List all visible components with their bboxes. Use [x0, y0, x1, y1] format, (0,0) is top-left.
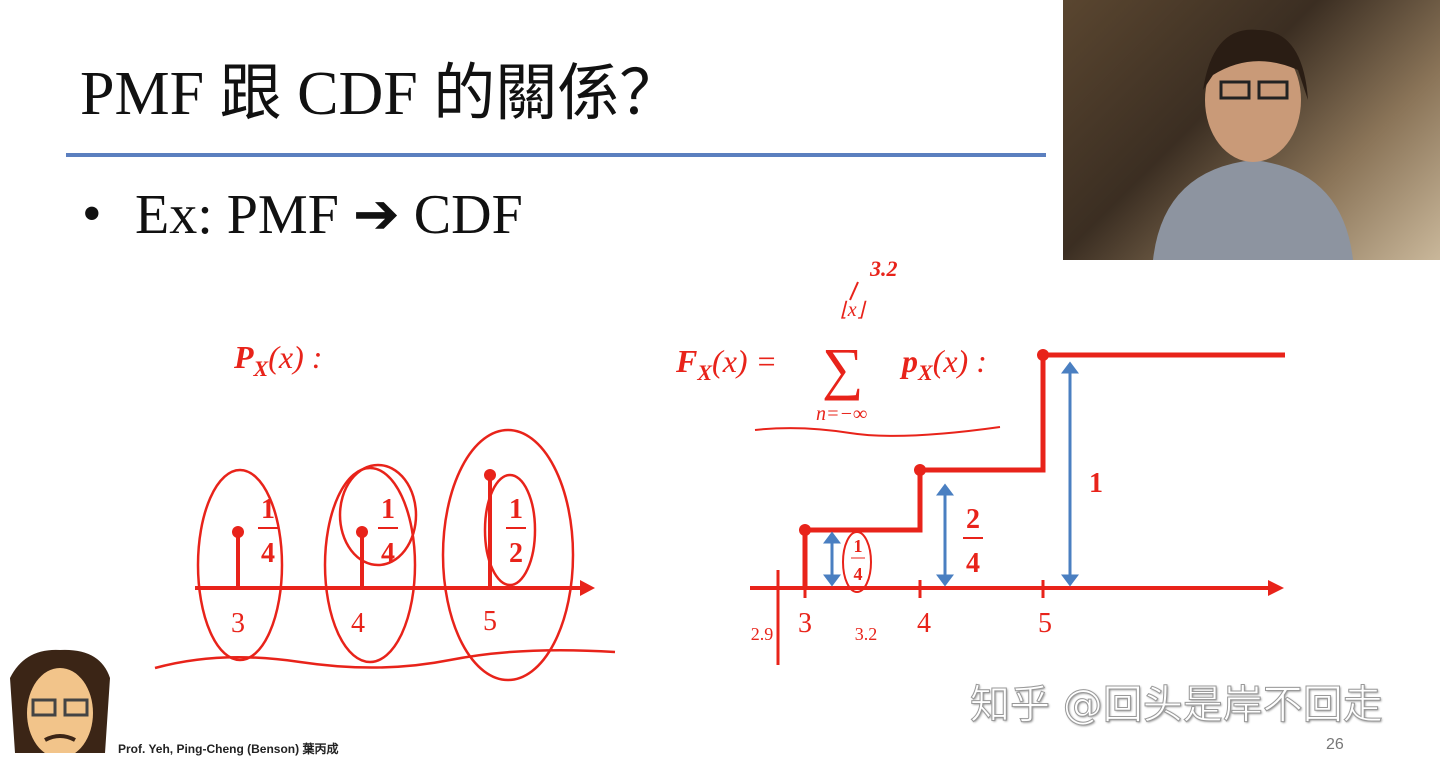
- cdf-lhs: FX(x) =: [675, 343, 777, 385]
- jump-value-3: 1: [1089, 468, 1103, 499]
- jump-num-2: 2: [966, 504, 980, 535]
- sum-lower: n=−∞: [816, 403, 867, 425]
- cdf-note-2-9: 2.9: [751, 624, 774, 644]
- pmf-num-4: 1: [381, 494, 395, 525]
- pmf-plot: 14 14 12 3 4 5: [154, 428, 616, 682]
- presenter-avatar: [10, 649, 110, 753]
- pmf-num-5: 1: [509, 494, 523, 525]
- pmf-point-3: [232, 526, 244, 538]
- slide-footer: Prof. Yeh, Ping-Cheng (Benson) 葉丙成: [118, 742, 339, 756]
- cdf-point-4: [914, 464, 926, 476]
- annotation-3-2: 3.2: [869, 256, 898, 281]
- pmf-den-5: 2: [509, 538, 523, 569]
- pmf-tick-5: 5: [483, 606, 497, 637]
- jump-num-1: 1: [854, 536, 863, 556]
- cdf-axis-arrow: [1268, 580, 1284, 596]
- cdf-step-line: [802, 352, 1285, 588]
- pmf-tick-3: 3: [231, 608, 245, 639]
- cdf-tick-3: 3: [798, 608, 812, 639]
- watermark: 知乎 @回头是岸不回走: [970, 682, 1384, 729]
- cdf-tick-4: 4: [917, 608, 931, 639]
- bullet-text: Ex: PMF ➔ CDF: [135, 184, 523, 246]
- title-divider: [66, 153, 1046, 157]
- webcam-video: [1063, 0, 1440, 260]
- cdf-point-3: [799, 524, 811, 536]
- bullet-dot-icon: •: [82, 183, 102, 245]
- cdf-tick-5: 5: [1038, 608, 1052, 639]
- cdf-note-3-2: 3.2: [855, 624, 878, 644]
- slide-title: PMF 跟 CDF 的關係？: [80, 60, 682, 128]
- cdf-point-5: [1037, 349, 1049, 361]
- sum-upper: ⌊x⌋: [840, 299, 867, 321]
- cdf-rhs: pX(x) :: [899, 343, 987, 385]
- pmf-axis-arrow: [580, 580, 595, 596]
- cdf-plot: 3 4 5 2.9 3.2 1 4 2 4 1: [750, 349, 1285, 665]
- sum-symbol: ∑: [822, 336, 863, 401]
- jump-den-2: 4: [966, 548, 980, 579]
- handwritten-circles: [154, 428, 616, 682]
- presenter-image: [1153, 29, 1353, 260]
- handwritten-circle-cdf: [842, 531, 872, 593]
- page-number: 26: [1326, 736, 1344, 753]
- pmf-den-3: 4: [261, 538, 275, 569]
- pmf-point-5: [484, 469, 496, 481]
- pmf-point-4: [356, 526, 368, 538]
- pmf-label: PX(x) :: [233, 339, 322, 381]
- jump-arrows: [823, 361, 1079, 587]
- pmf-tick-4: 4: [351, 608, 365, 639]
- annotation-arrow: [849, 281, 859, 301]
- jump-den-1: 4: [854, 564, 863, 584]
- underline-stroke: [754, 426, 1001, 437]
